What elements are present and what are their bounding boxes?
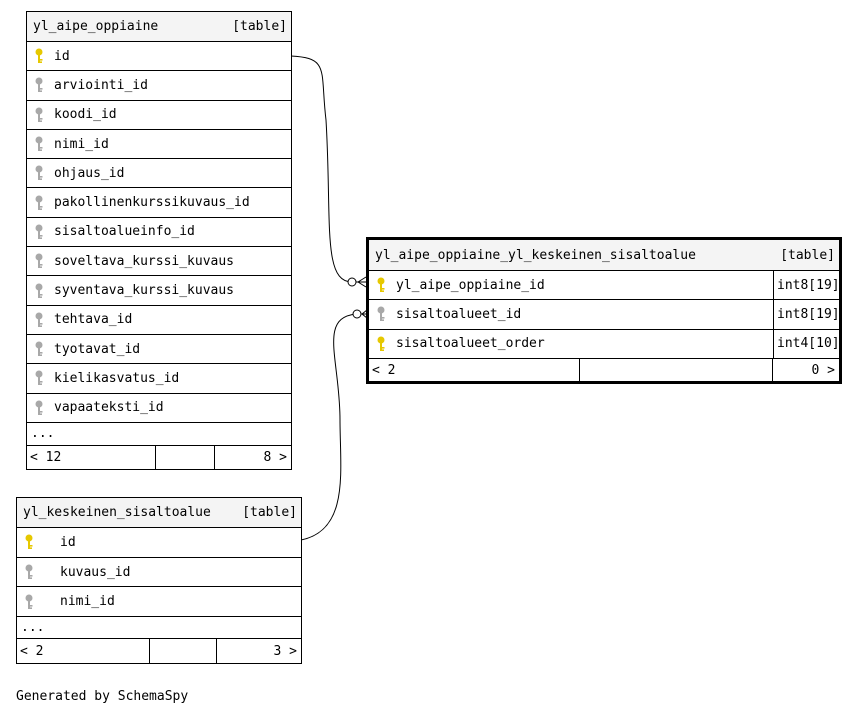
table-row[interactable]: koodi_id — [27, 101, 291, 130]
table-kind: [table] — [780, 247, 835, 263]
column-type: int4[10] — [773, 329, 840, 358]
column-name: arviointi_id — [54, 77, 148, 93]
key-icon — [24, 564, 34, 580]
column-name: id — [54, 48, 70, 64]
table-row[interactable]: kielikasvatus_id — [27, 364, 291, 394]
key-icon — [34, 224, 44, 240]
link-sisaltoalue-optional-marker — [352, 309, 362, 319]
table-kind: [table] — [232, 19, 287, 34]
column-name: tehtava_id — [54, 312, 133, 328]
key-icon — [34, 312, 44, 328]
footer-children-count[interactable]: 8 > — [263, 450, 287, 466]
key-icon — [34, 165, 44, 181]
footer-spacer — [155, 445, 215, 470]
footer-children-count[interactable]: 0 > — [811, 363, 835, 379]
key-icon — [34, 107, 44, 123]
key-icon — [376, 277, 386, 293]
more-columns-ellipsis: ... — [27, 423, 291, 446]
table-title: yl_aipe_oppiaine_yl_keskeinen_sisaltoalu… — [375, 247, 696, 263]
key-icon — [34, 370, 44, 386]
table-row[interactable]: arviointi_id — [27, 71, 291, 101]
table-row[interactable]: nimi_id — [17, 587, 301, 618]
table-footer: < 2 0 > — [369, 358, 839, 383]
link-oppiaine-crowfoot — [357, 276, 367, 288]
key-icon — [34, 48, 44, 64]
footer-parents-count[interactable]: < 12 — [30, 450, 62, 466]
footer-spacer — [579, 358, 773, 383]
table-kind: [table] — [242, 505, 297, 520]
table-row[interactable]: syventava_kurssi_kuvaus — [27, 276, 291, 306]
column-name: id — [60, 534, 76, 550]
column-name: soveltava_kurssi_kuvaus — [54, 253, 235, 269]
link-sisaltoalue-to-junction — [300, 313, 366, 541]
table-title: yl_keskeinen_sisaltoalue — [23, 505, 211, 520]
table-row[interactable]: soveltava_kurssi_kuvaus — [27, 247, 291, 277]
key-icon — [376, 306, 386, 322]
footer-parents-count[interactable]: < 2 — [20, 643, 44, 659]
table-row[interactable]: pakollinenkurssikuvaus_id — [27, 188, 291, 218]
table-row[interactable]: ohjaus_id — [27, 159, 291, 189]
column-name: kuvaus_id — [60, 564, 131, 580]
column-name: koodi_id — [54, 107, 117, 123]
column-name: yl_aipe_oppiaine_id — [396, 277, 545, 293]
table-footer: < 12 8 > — [27, 445, 291, 470]
table-row[interactable]: tyotavat_id — [27, 335, 291, 365]
key-icon — [34, 283, 44, 299]
table-title: yl_aipe_oppiaine — [33, 19, 159, 34]
table-row[interactable]: sisaltoalueinfo_id — [27, 218, 291, 248]
key-icon — [376, 336, 386, 352]
key-icon — [34, 77, 44, 93]
table-yl-aipe-oppiaine-yl-keskeinen-sisaltoalue[interactable]: yl_aipe_oppiaine_yl_keskeinen_sisaltoalu… — [366, 237, 842, 384]
key-icon — [34, 253, 44, 269]
generated-by-label: Generated by SchemaSpy — [16, 689, 189, 704]
column-name: ohjaus_id — [54, 165, 125, 181]
column-name: sisaltoalueet_id — [396, 306, 522, 322]
table-row[interactable]: id — [17, 528, 301, 558]
table-footer: < 2 3 > — [17, 639, 301, 664]
key-icon — [34, 136, 44, 152]
column-name: tyotavat_id — [54, 341, 141, 357]
table-yl-keskeinen-sisaltoalue[interactable]: yl_keskeinen_sisaltoalue [table] id kuvau… — [16, 497, 302, 664]
column-name: sisaltoalueinfo_id — [54, 224, 195, 240]
link-oppiaine-optional-marker — [347, 277, 357, 287]
column-type: int8[19] — [773, 300, 840, 329]
table-header: yl_aipe_oppiaine [table] — [27, 12, 291, 42]
key-icon — [24, 594, 34, 610]
table-header: yl_aipe_oppiaine_yl_keskeinen_sisaltoalu… — [369, 240, 839, 271]
table-row[interactable]: kuvaus_id — [17, 558, 301, 588]
link-oppiaine-to-junction — [290, 55, 366, 283]
table-row[interactable]: nimi_id — [27, 130, 291, 160]
footer-children-count[interactable]: 3 > — [273, 643, 297, 659]
table-row[interactable]: id — [27, 42, 291, 72]
column-name: nimi_id — [60, 594, 115, 610]
column-name: nimi_id — [54, 136, 109, 152]
column-name: kielikasvatus_id — [54, 370, 180, 386]
key-icon — [34, 341, 44, 357]
key-icon — [34, 400, 44, 416]
footer-parents-count[interactable]: < 2 — [372, 363, 396, 379]
column-list: id kuvaus_id nimi_id — [17, 528, 301, 618]
key-icon — [34, 195, 44, 211]
more-columns-ellipsis: ... — [17, 617, 301, 640]
table-row[interactable]: sisaltoalueet_id int8[19] — [369, 300, 840, 330]
column-name: vapaateksti_id — [54, 400, 164, 416]
table-row[interactable]: vapaateksti_id — [27, 394, 291, 423]
table-header: yl_keskeinen_sisaltoalue [table] — [17, 498, 301, 528]
table-row[interactable]: tehtava_id — [27, 306, 291, 335]
column-name: sisaltoalueet_order — [396, 336, 545, 352]
table-row[interactable]: sisaltoalueet_order int4[10] — [369, 329, 840, 359]
column-type: int8[19] — [773, 271, 840, 300]
column-name: pakollinenkurssikuvaus_id — [54, 195, 250, 211]
table-row[interactable]: yl_aipe_oppiaine_id int8[19] — [369, 271, 840, 301]
key-icon — [24, 534, 34, 550]
footer-spacer — [149, 639, 217, 664]
column-name: syventava_kurssi_kuvaus — [54, 283, 235, 299]
